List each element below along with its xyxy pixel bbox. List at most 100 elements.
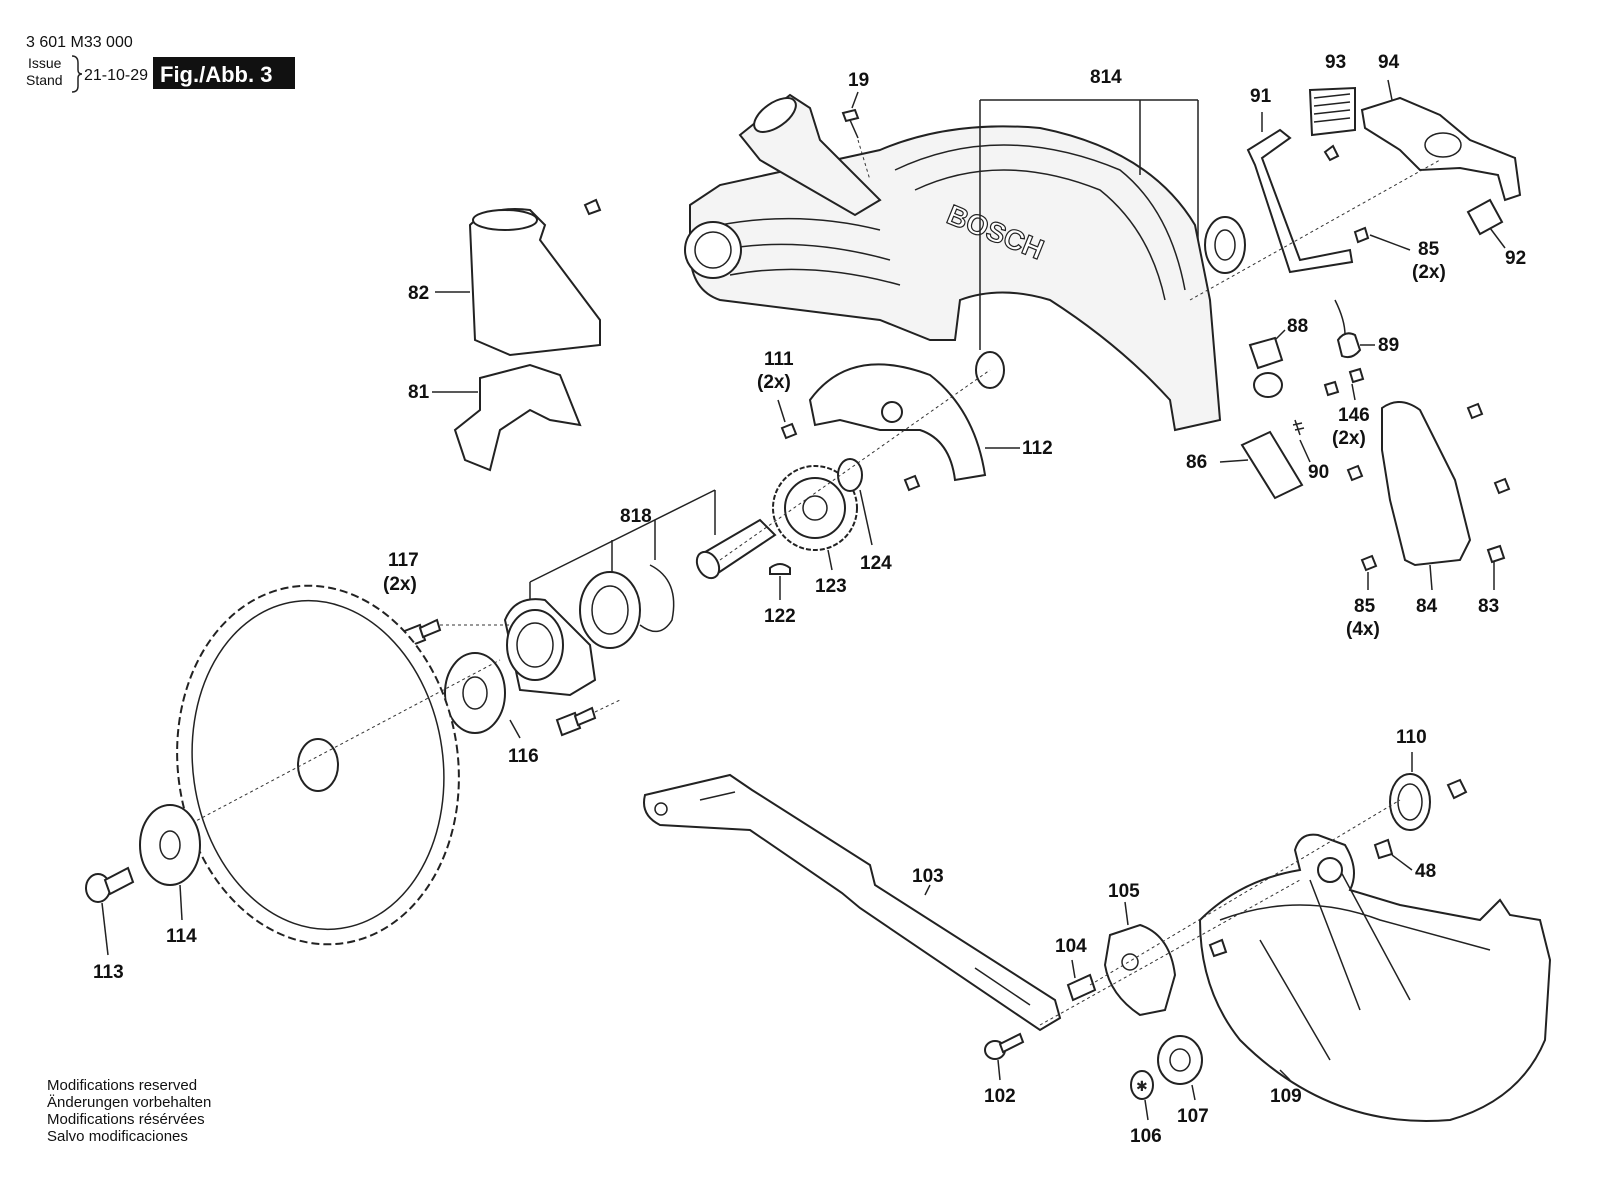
part-146-screws: 146 (2x) [1323, 367, 1370, 449]
label-91: 91 [1250, 86, 1272, 107]
star-washer-106 [1130, 1070, 1154, 1100]
leader-114 [179, 884, 183, 921]
label-94: 94 [1378, 52, 1400, 73]
screw-icon [1323, 380, 1340, 397]
footer-note-en: Modifications reserved [47, 1077, 197, 1094]
screw-icon [1353, 226, 1370, 244]
part-107-bushing: 107 [1157, 1035, 1209, 1127]
upper-guard-housing: BOSCH [684, 93, 1246, 432]
doc-number: 3 601 M33 000 [26, 34, 133, 51]
bracket-91 [1246, 128, 1354, 274]
deflector-81 [453, 363, 582, 472]
label-89: 89 [1378, 335, 1399, 356]
label-19: 19 [848, 70, 869, 91]
part-48-nut: 48 [1373, 838, 1436, 882]
label-103: 103 [912, 866, 944, 887]
part-82-chute: 82 [408, 198, 602, 357]
label-111: 111 [764, 349, 794, 370]
part-90-spring: 90 [1292, 419, 1329, 483]
label-114: 114 [166, 926, 197, 947]
block-92 [1466, 198, 1504, 236]
part-113-bolt: 113 [85, 866, 135, 983]
part-86-plate: 86 [1186, 430, 1304, 500]
part-814-callout: 814 [979, 67, 1199, 350]
label-814: 814 [1090, 67, 1122, 88]
screw-thread [998, 1032, 1025, 1054]
bearing-inner [591, 585, 629, 635]
link-arm-slots [699, 791, 1031, 1006]
leader-84 [1429, 564, 1433, 591]
centerline-lower-2 [1089, 799, 1401, 986]
leader-102 [997, 1059, 1001, 1081]
screw-icon [1066, 973, 1097, 1002]
label-112: 112 [1022, 438, 1053, 459]
leader-85-top [1369, 234, 1411, 251]
housing-bearing-seat [684, 221, 742, 279]
shaft-end [695, 550, 721, 580]
label-146-qty: (2x) [1332, 428, 1366, 449]
label-818: 818 [620, 506, 652, 527]
part-102-screw: 102 [984, 1032, 1025, 1107]
screw-icon [1208, 938, 1228, 958]
part-122-key: 122 [764, 563, 796, 627]
label-83: 83 [1478, 596, 1499, 617]
leader-103 [924, 884, 931, 896]
guard-housing-rim-inner [914, 169, 1166, 301]
leader-106 [1144, 1099, 1149, 1121]
leader-116 [509, 719, 521, 739]
screw-icon [1486, 544, 1506, 564]
gear-hub [784, 477, 846, 539]
part-105-plate: 105 [1103, 881, 1177, 1017]
label-86: 86 [1186, 452, 1207, 473]
spindle-bearing [579, 571, 641, 649]
part-19-screw: 19 [841, 70, 871, 181]
label-122: 122 [764, 606, 796, 627]
bushing-bore [1169, 1048, 1191, 1072]
guard-housing-rim [894, 144, 1186, 291]
part-81-deflector: 81 [408, 363, 582, 472]
spring-90 [1292, 419, 1305, 436]
leader-107 [1191, 1084, 1196, 1101]
centerline-lower [1039, 879, 1301, 1026]
flange-bore [462, 676, 488, 710]
footer-notes: Modifications reserved Änderungen vorbeh… [47, 1077, 211, 1145]
spring-110 [1389, 773, 1431, 831]
issue-label: Issue [28, 55, 62, 71]
leader-814 [979, 99, 1199, 350]
guard-plate-84 [1381, 401, 1472, 567]
leader-111 [777, 399, 786, 423]
inner-guard-112 [808, 363, 987, 482]
ring-124 [837, 458, 863, 492]
housing-bearing-seat-inner [694, 231, 732, 269]
leader-124 [859, 489, 873, 546]
leader-123 [827, 549, 833, 571]
figure-label-box [153, 57, 295, 89]
guard-housing-body [689, 125, 1222, 432]
part-123-gear: 123 [772, 465, 858, 597]
part-91-bracket: 91 [1246, 86, 1354, 274]
chute-82 [468, 208, 601, 357]
saw-blade [159, 584, 501, 946]
label-124: 124 [860, 553, 892, 574]
footer-note-de: Änderungen vorbehalten [47, 1094, 211, 1111]
screw-icon [1348, 367, 1365, 384]
screw-thread [418, 618, 442, 639]
flange-116 [444, 652, 506, 734]
part-111-screws: 111 (2x) [757, 349, 921, 492]
label-109: 109 [1270, 1086, 1302, 1107]
part-93-spring: 93 [1308, 52, 1356, 137]
label-104: 104 [1055, 936, 1087, 957]
gear-bore [802, 495, 828, 521]
bolt-thread [103, 866, 135, 896]
blade-axis [159, 659, 501, 841]
screw-thread [573, 706, 597, 727]
latch-knob [1253, 372, 1283, 398]
housing-bore-inner [516, 622, 554, 668]
part-116-flange: 116 [444, 652, 539, 767]
label-81: 81 [408, 382, 430, 403]
part-114-washer: 114 [139, 804, 201, 947]
part-117-screws: 117 (2x) [383, 550, 621, 737]
part-109-lower-guard: 109 [1198, 833, 1552, 1122]
issue-date: 21-10-29 [84, 67, 148, 84]
housing-bore [506, 609, 564, 681]
